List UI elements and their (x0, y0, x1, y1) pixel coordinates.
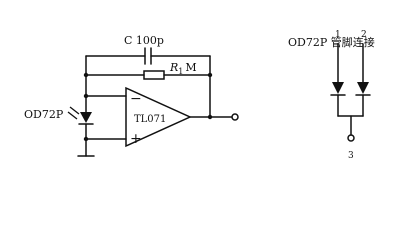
resistor-label-symbol: R (169, 61, 178, 74)
feedback-capacitor (85, 47, 211, 118)
output-terminal (189, 113, 239, 121)
pin-1-diode (330, 43, 346, 117)
opamp-plus-sign: + (130, 131, 142, 147)
resistor-label-value: M (185, 61, 196, 74)
feedback-resistor (85, 70, 211, 80)
resistor-label-sub: 1 (178, 67, 183, 76)
pinout-diagram: OD72P 管脚连接 1 2 3 (288, 30, 375, 161)
opamp-minus-sign: − (130, 91, 142, 107)
pin-1-label: 1 (335, 30, 341, 40)
junction-dot (207, 72, 213, 78)
ground-connection (77, 138, 127, 157)
junction-dot (83, 136, 89, 142)
pin-3-label: 3 (348, 151, 354, 161)
capacitor-label: C 100p (124, 34, 164, 47)
opamp-symbol (125, 86, 192, 148)
photodiode-label: OD72P (24, 108, 64, 121)
pin-2-diode (355, 43, 371, 117)
photodiode-symbol (67, 95, 94, 140)
pin-2-label: 2 (361, 30, 367, 40)
pinout-title: OD72P 管脚连接 (288, 35, 375, 49)
junction-dot (83, 72, 89, 78)
pin-3-terminal (347, 134, 355, 142)
opamp-label: TL071 (134, 114, 166, 125)
